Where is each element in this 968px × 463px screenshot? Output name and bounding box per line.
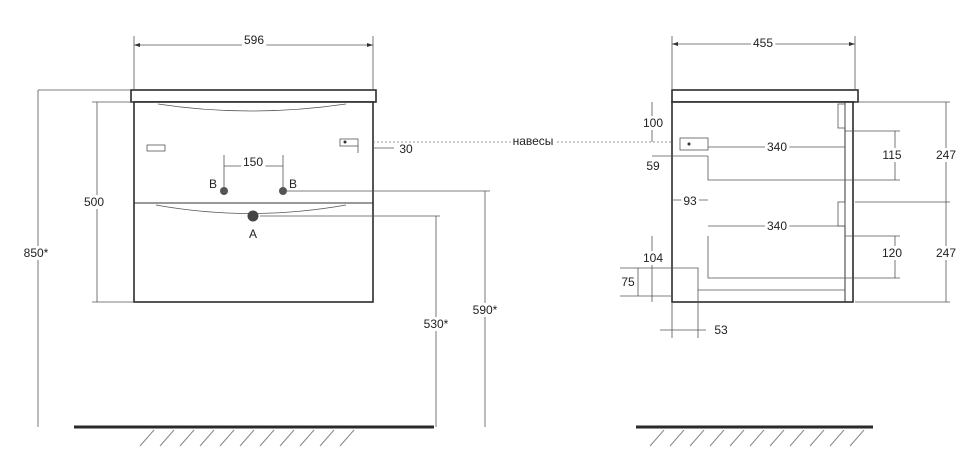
dim-drawer-depth-bottom: 340 [767,219,787,233]
dim-offset-93: 93 [683,194,697,208]
dim-width-front: 596 [244,33,264,47]
hole-a [247,210,259,222]
side-hinge [679,137,709,151]
dim-drawer-height-top: 115 [882,148,901,162]
dim-cabinet-height: 500 [84,195,104,209]
dim-drawer-depth-top: 340 [767,140,787,154]
dim-offset-59: 59 [646,159,660,173]
front-view: 596 850* 500 150 B B A 30 530* 590* [21,33,500,427]
dim-section-bottom: 247 [936,246,956,260]
label-hole-a: A [249,227,257,241]
dim-offset-75: 75 [621,275,635,289]
label-hole-b-left: B [209,177,217,191]
dim-height-a: 530* [424,317,449,331]
front-countertop [130,89,377,103]
dim-hole-spacing: 150 [243,155,263,169]
side-cabinet-body [671,101,854,303]
floor-left [74,425,434,447]
dim-section-top: 247 [936,148,956,162]
front-hinge-right [339,138,359,147]
hinges-label: навесы [513,134,554,148]
dim-height-b: 590* [473,303,498,317]
dim-depth: 455 [753,36,773,50]
front-basin-curve-top [157,103,347,112]
dim-hinge-offset: 30 [399,142,413,156]
side-countertop [671,89,859,103]
dim-drawer-height-bottom: 120 [882,246,902,260]
front-cabinet-body [133,101,374,303]
dim-offset-53: 53 [714,323,728,337]
floor-right [636,425,873,447]
dim-top-offset: 100 [643,116,663,130]
dim-total-height: 850* [24,246,49,260]
dim-offset-104: 104 [643,251,663,265]
front-hinge-left [146,144,166,152]
label-hole-b-right: B [289,177,297,191]
side-view: 455 100 59 340 115 93 340 104 120 75 [619,36,959,338]
